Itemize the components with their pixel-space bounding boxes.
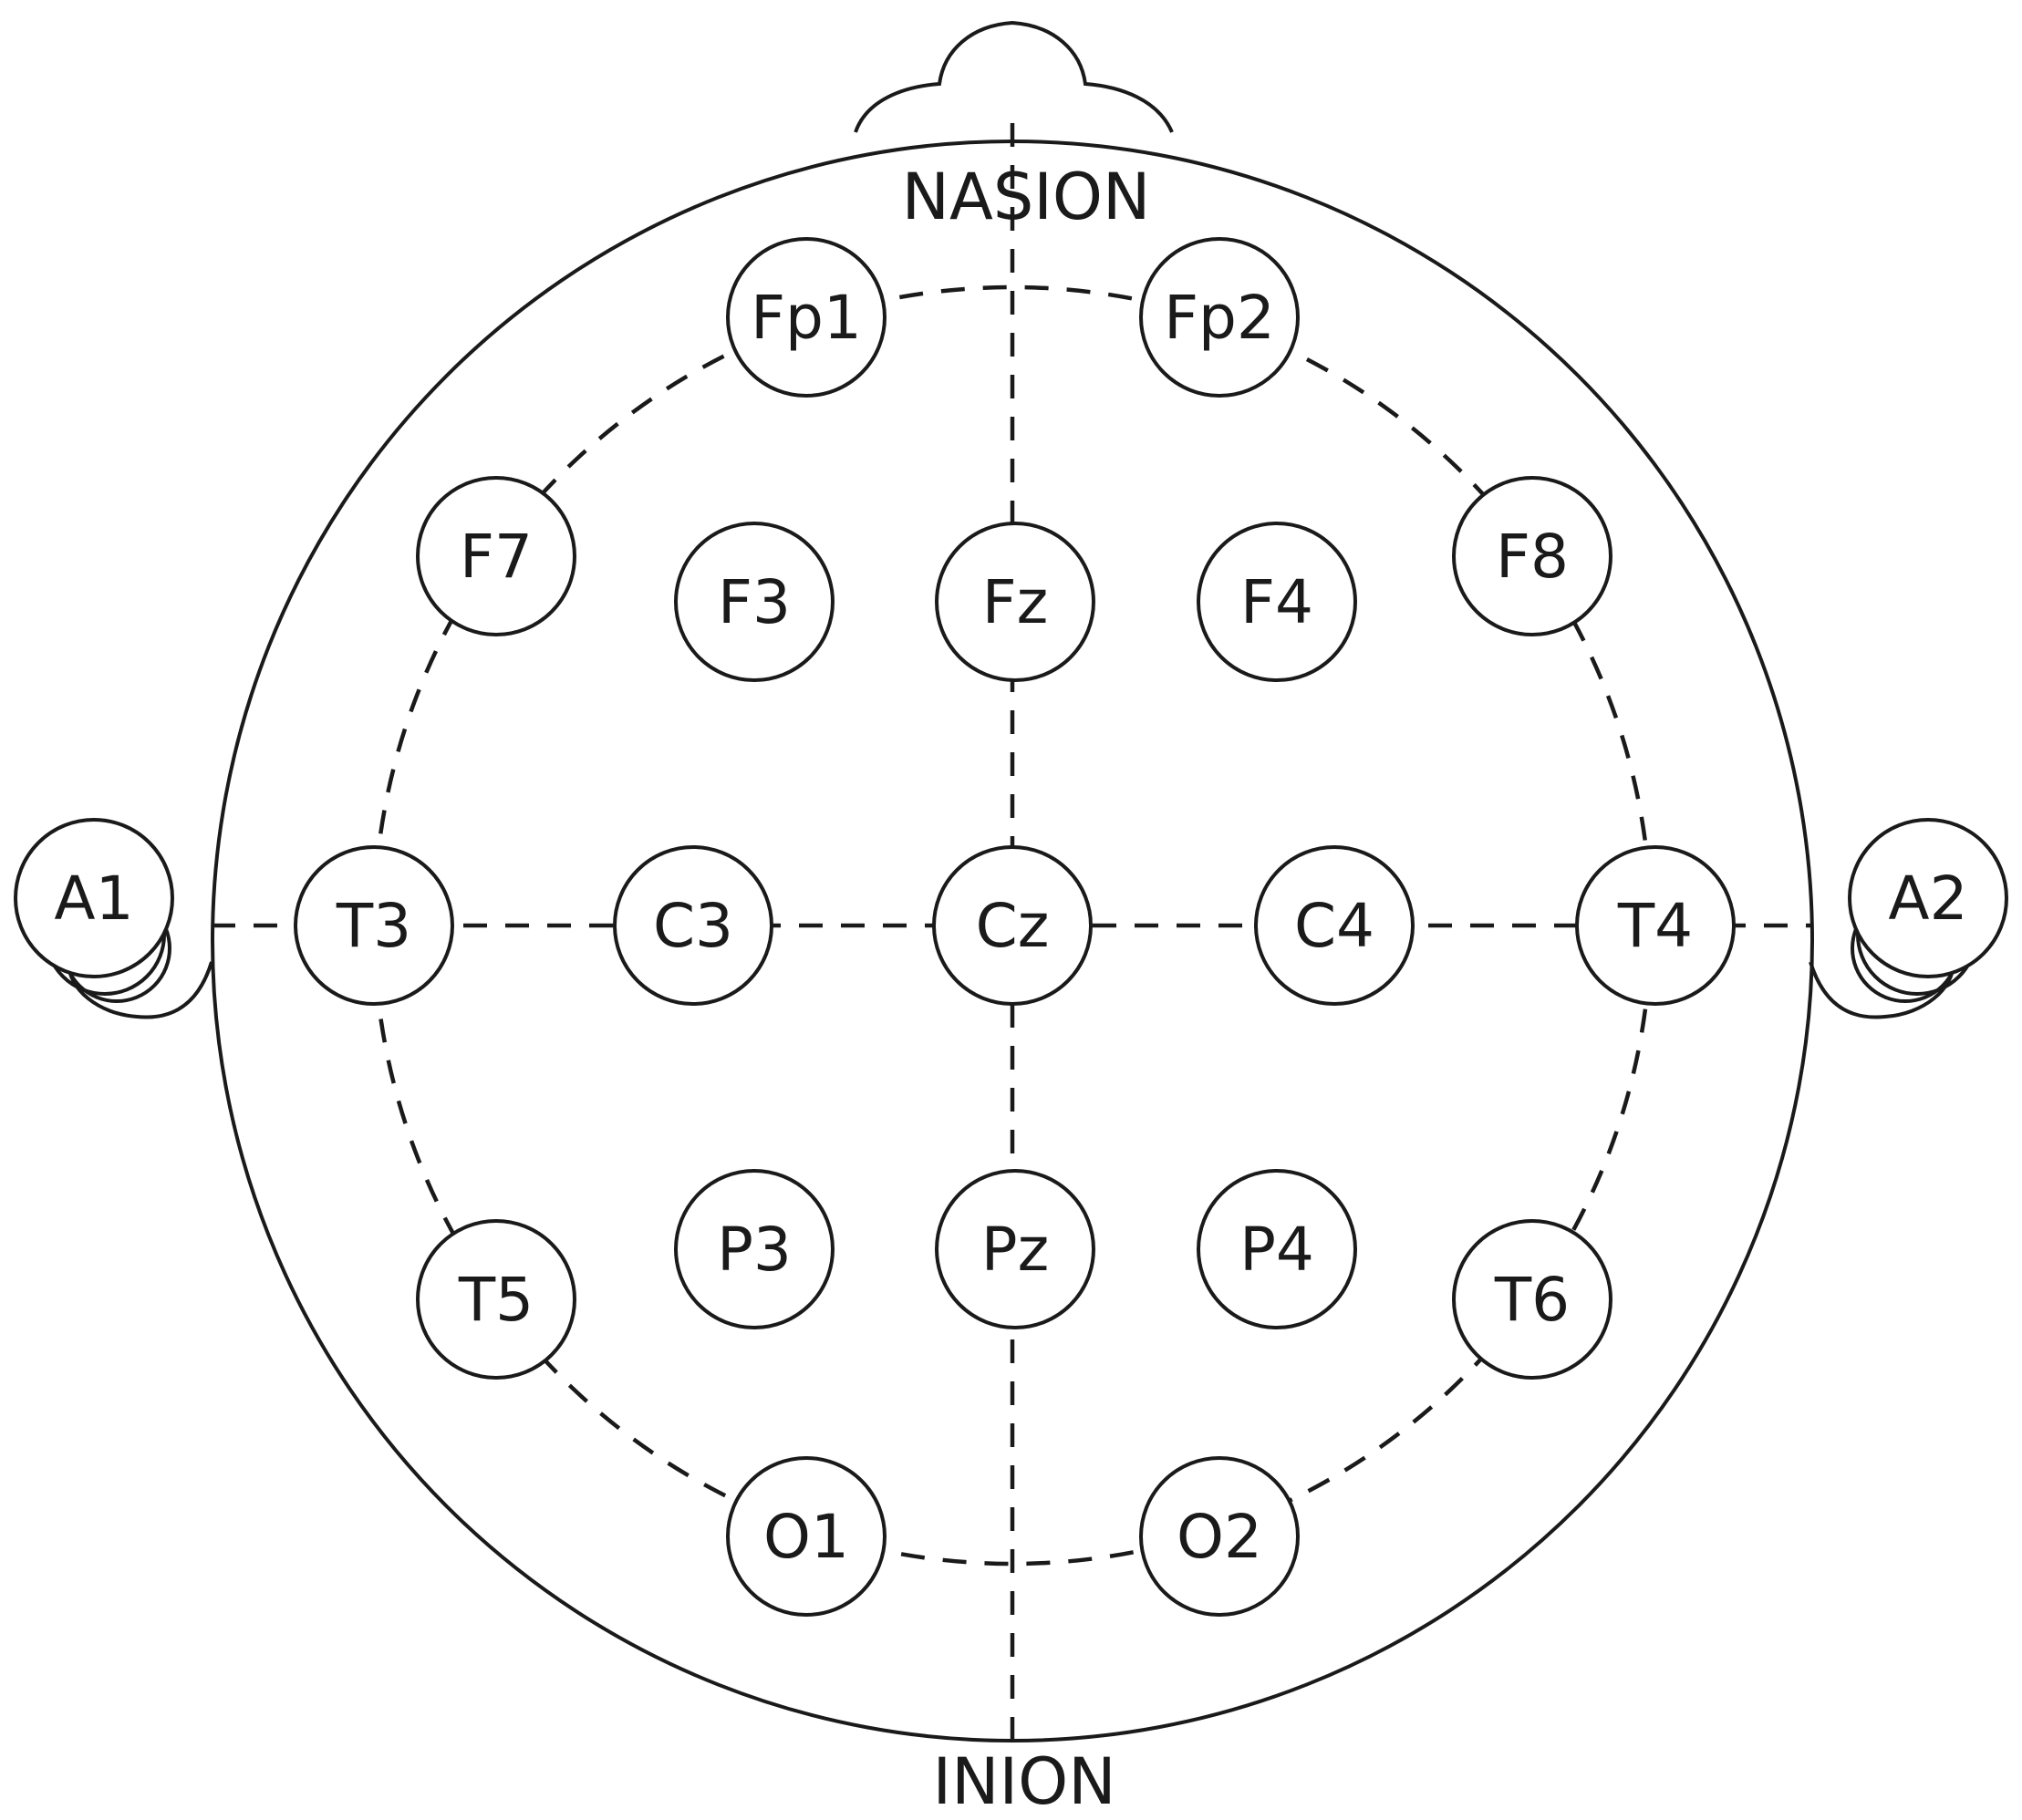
electrode-label: C4 (1294, 891, 1374, 961)
electrode-circle (935, 522, 1095, 682)
electrode-circle (726, 1456, 887, 1617)
electrode-circle (674, 1169, 835, 1329)
electrode-circle (1848, 818, 2008, 978)
nose-outline (854, 20, 1174, 133)
electrode-t5: T5 (416, 1219, 576, 1380)
electrode-circle (1575, 845, 1736, 1006)
electrode-label: C3 (653, 891, 733, 961)
electrode-label: T6 (1494, 1265, 1570, 1335)
electrode-label: F8 (1496, 522, 1569, 592)
electrode-fp2: Fp2 (1139, 237, 1300, 398)
electrode-label: T3 (336, 891, 411, 961)
electrode-circle (416, 1219, 576, 1380)
electrode-label: O1 (763, 1502, 849, 1572)
electrode-circle (932, 845, 1093, 1006)
electrode-circle (674, 522, 835, 682)
electrode-c4: C4 (1254, 845, 1415, 1006)
electrode-t4: T4 (1575, 845, 1736, 1006)
electrode-label: T4 (1617, 891, 1693, 961)
electrode-a1: A1 (14, 818, 174, 978)
electrode-circle (613, 845, 773, 1006)
electrode-label: F7 (460, 522, 533, 592)
electrode-label: F4 (1240, 567, 1313, 637)
electrode-t6: T6 (1452, 1219, 1612, 1380)
electrode-circle (1197, 1169, 1357, 1329)
electrode-o1: O1 (726, 1456, 887, 1617)
electrode-label: T5 (458, 1265, 534, 1335)
electrode-label: A1 (54, 863, 133, 934)
electrode-p3: P3 (674, 1169, 835, 1329)
electrode-circle (1139, 237, 1300, 398)
electrode-label: Fp1 (751, 283, 862, 353)
electrode-f7: F7 (416, 476, 576, 636)
electrode-circle (416, 476, 576, 636)
inion-label: INION (932, 1744, 1115, 1819)
electrode-fz: Fz (935, 522, 1095, 682)
electrode-p4: P4 (1197, 1169, 1357, 1329)
electrode-circle (294, 845, 454, 1006)
electrode-label: A2 (1888, 863, 1967, 934)
electrode-pz: Pz (935, 1169, 1095, 1329)
electrode-circle (1197, 522, 1357, 682)
electrode-circle (935, 1169, 1095, 1329)
electrode-f3: F3 (674, 522, 835, 682)
electrode-label: F3 (718, 567, 791, 637)
electrode-cz: Cz (932, 845, 1093, 1006)
electrode-circle (726, 237, 887, 398)
electrode-f4: F4 (1197, 522, 1357, 682)
electrode-label: P3 (717, 1215, 792, 1285)
electrode-fp1: Fp1 (726, 237, 887, 398)
electrode-a2: A2 (1848, 818, 2008, 978)
electrode-circle (1452, 1219, 1612, 1380)
electrode-f8: F8 (1452, 476, 1612, 636)
electrode-t3: T3 (294, 845, 454, 1006)
electrode-circle (1452, 476, 1612, 636)
nasion-label: NASION (902, 160, 1151, 234)
electrode-label: P4 (1239, 1215, 1314, 1285)
electrode-circle (1139, 1456, 1300, 1617)
electrode-label: O2 (1177, 1502, 1262, 1572)
electrode-label: Fp2 (1164, 283, 1275, 353)
electrode-label: Pz (981, 1215, 1049, 1285)
electrode-o2: O2 (1139, 1456, 1300, 1617)
electrode-circle (1254, 845, 1415, 1006)
electrode-circle (14, 818, 174, 978)
electrode-label: Cz (976, 891, 1050, 961)
electrode-label: Fz (982, 567, 1049, 637)
electrode-c3: C3 (613, 845, 773, 1006)
